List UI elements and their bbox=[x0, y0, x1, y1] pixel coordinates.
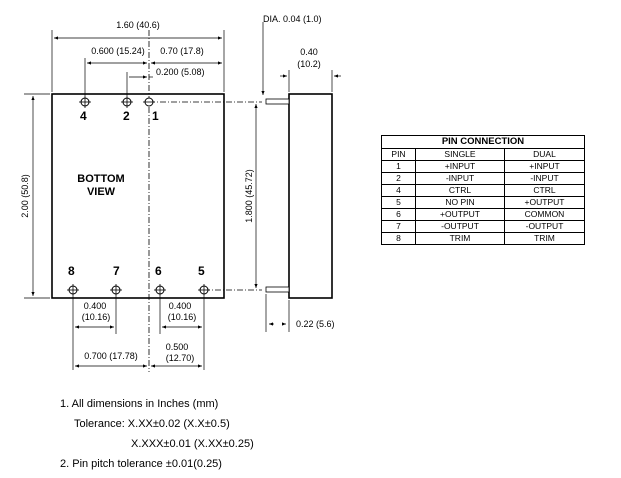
pin-label-5: 5 bbox=[198, 264, 205, 278]
dim-pin8-to-pin7 bbox=[72, 296, 117, 370]
dim-pin-row-spacing-text: 1.800 (45.72) bbox=[244, 169, 254, 223]
bottom-view-label-line1: BOTTOM bbox=[77, 173, 124, 185]
dim-pin6-to-pin5 bbox=[159, 296, 205, 370]
table-cell: +INPUT bbox=[415, 160, 505, 173]
dim-overall-width bbox=[51, 30, 225, 92]
pin-label-2: 2 bbox=[123, 109, 130, 123]
pin-table-header-pin: PIN bbox=[381, 148, 416, 161]
table-row: 2 -INPUT -INPUT bbox=[381, 172, 585, 185]
note-tolerance-3-place: X.XXX±0.01 (X.XX±0.25) bbox=[131, 438, 254, 450]
side-view-pin-bottom bbox=[265, 286, 290, 293]
dim-pin8-to-center-text: 0.700 (17.78) bbox=[84, 351, 138, 361]
table-cell: +OUTPUT bbox=[504, 196, 585, 209]
dim-pin4-to-pin1-text: 0.600 (15.24) bbox=[91, 46, 145, 56]
pin-label-8: 8 bbox=[68, 264, 75, 278]
pin-table-header-dual: DUAL bbox=[504, 148, 585, 161]
pin-8-marker bbox=[67, 284, 79, 296]
bottom-view-label-line2: VIEW bbox=[87, 186, 116, 198]
table-cell: -INPUT bbox=[415, 172, 505, 185]
table-cell: TRIM bbox=[415, 232, 505, 245]
dim-pin-length bbox=[265, 294, 290, 332]
pin-connection-table: PIN CONNECTION PIN SINGLE DUAL 1 +INPUT … bbox=[381, 135, 585, 245]
table-cell: +OUTPUT bbox=[415, 208, 505, 221]
dim-pin-dia-text: DIA. 0.04 (1.0) bbox=[263, 14, 322, 24]
note-dimensions-units: 1. All dimensions in Inches (mm) bbox=[60, 398, 219, 410]
table-cell: CTRL bbox=[415, 184, 505, 197]
pin-table-title: PIN CONNECTION bbox=[381, 135, 585, 149]
table-cell: -INPUT bbox=[504, 172, 585, 185]
pin-label-7: 7 bbox=[113, 264, 120, 278]
dim-pin8-to-pin7-mm: (10.16) bbox=[82, 312, 111, 322]
table-row: 4 CTRL CTRL bbox=[381, 184, 585, 197]
table-row: 7 -OUTPUT -OUTPUT bbox=[381, 220, 585, 233]
dim-pin8-to-pin7-in: 0.400 bbox=[84, 301, 107, 311]
table-row: 6 +OUTPUT COMMON bbox=[381, 208, 585, 221]
table-cell: COMMON bbox=[504, 208, 585, 221]
dim-pin-length-text: 0.22 (5.6) bbox=[296, 319, 335, 329]
dim-pin2-to-pin1-text: 0.200 (5.08) bbox=[156, 67, 205, 77]
table-cell: 8 bbox=[381, 232, 416, 245]
pin-2-marker bbox=[121, 96, 133, 108]
table-row: 1 +INPUT +INPUT bbox=[381, 160, 585, 173]
table-cell: 6 bbox=[381, 208, 416, 221]
dim-pin6-to-pin5-in: 0.400 bbox=[169, 301, 192, 311]
table-cell: 7 bbox=[381, 220, 416, 233]
note-pin-pitch-tolerance: 2. Pin pitch tolerance ±0.01(0.25) bbox=[60, 458, 222, 470]
dim-side-thickness-mm: (10.2) bbox=[297, 59, 321, 69]
pin-label-1: 1 bbox=[152, 109, 159, 123]
dim-overall-height bbox=[24, 93, 50, 299]
dim-pin6-to-pin5-mm: (10.16) bbox=[168, 312, 197, 322]
side-view-body bbox=[288, 93, 333, 299]
dim-side-thickness bbox=[280, 70, 341, 92]
table-cell: 2 bbox=[381, 172, 416, 185]
dim-pin2-to-pin1 bbox=[126, 72, 153, 96]
table-row: 5 NO PIN +OUTPUT bbox=[381, 196, 585, 209]
dim-pin1-to-right-text: 0.70 (17.8) bbox=[160, 46, 204, 56]
dim-pin4-to-pin1 bbox=[84, 58, 147, 96]
table-cell: CTRL bbox=[504, 184, 585, 197]
dim-side-thickness-in: 0.40 bbox=[300, 47, 318, 57]
dim-center-to-pin5-in: 0.500 bbox=[166, 342, 189, 352]
pin-table-header-single: SINGLE bbox=[415, 148, 505, 161]
table-row: 8 TRIM TRIM bbox=[381, 232, 585, 245]
table-cell: 5 bbox=[381, 196, 416, 209]
table-cell: 4 bbox=[381, 184, 416, 197]
side-view-pin-top bbox=[265, 98, 290, 105]
pin-6-marker bbox=[154, 284, 166, 296]
pin-1-marker bbox=[143, 97, 155, 107]
table-cell: -OUTPUT bbox=[415, 220, 505, 233]
notes-block: 1. All dimensions in Inches (mm) Toleran… bbox=[60, 394, 254, 474]
table-cell: 1 bbox=[381, 160, 416, 173]
dim-overall-width-text: 1.60 (40.6) bbox=[116, 20, 160, 30]
pin-4-marker bbox=[79, 96, 91, 108]
table-cell: NO PIN bbox=[415, 196, 505, 209]
pin-label-4: 4 bbox=[80, 109, 87, 123]
table-cell: -OUTPUT bbox=[504, 220, 585, 233]
dim-overall-height-text: 2.00 (50.8) bbox=[20, 174, 30, 218]
module-body-outline bbox=[51, 93, 225, 299]
dim-center-to-pin5-mm: (12.70) bbox=[166, 353, 195, 363]
pin-7-marker bbox=[110, 284, 122, 296]
table-cell: +INPUT bbox=[504, 160, 585, 173]
note-tolerance-2-place: Tolerance: X.XX±0.02 (X.X±0.5) bbox=[74, 418, 230, 430]
pin-5-marker bbox=[198, 284, 210, 296]
pin-label-6: 6 bbox=[155, 264, 162, 278]
table-cell: TRIM bbox=[504, 232, 585, 245]
